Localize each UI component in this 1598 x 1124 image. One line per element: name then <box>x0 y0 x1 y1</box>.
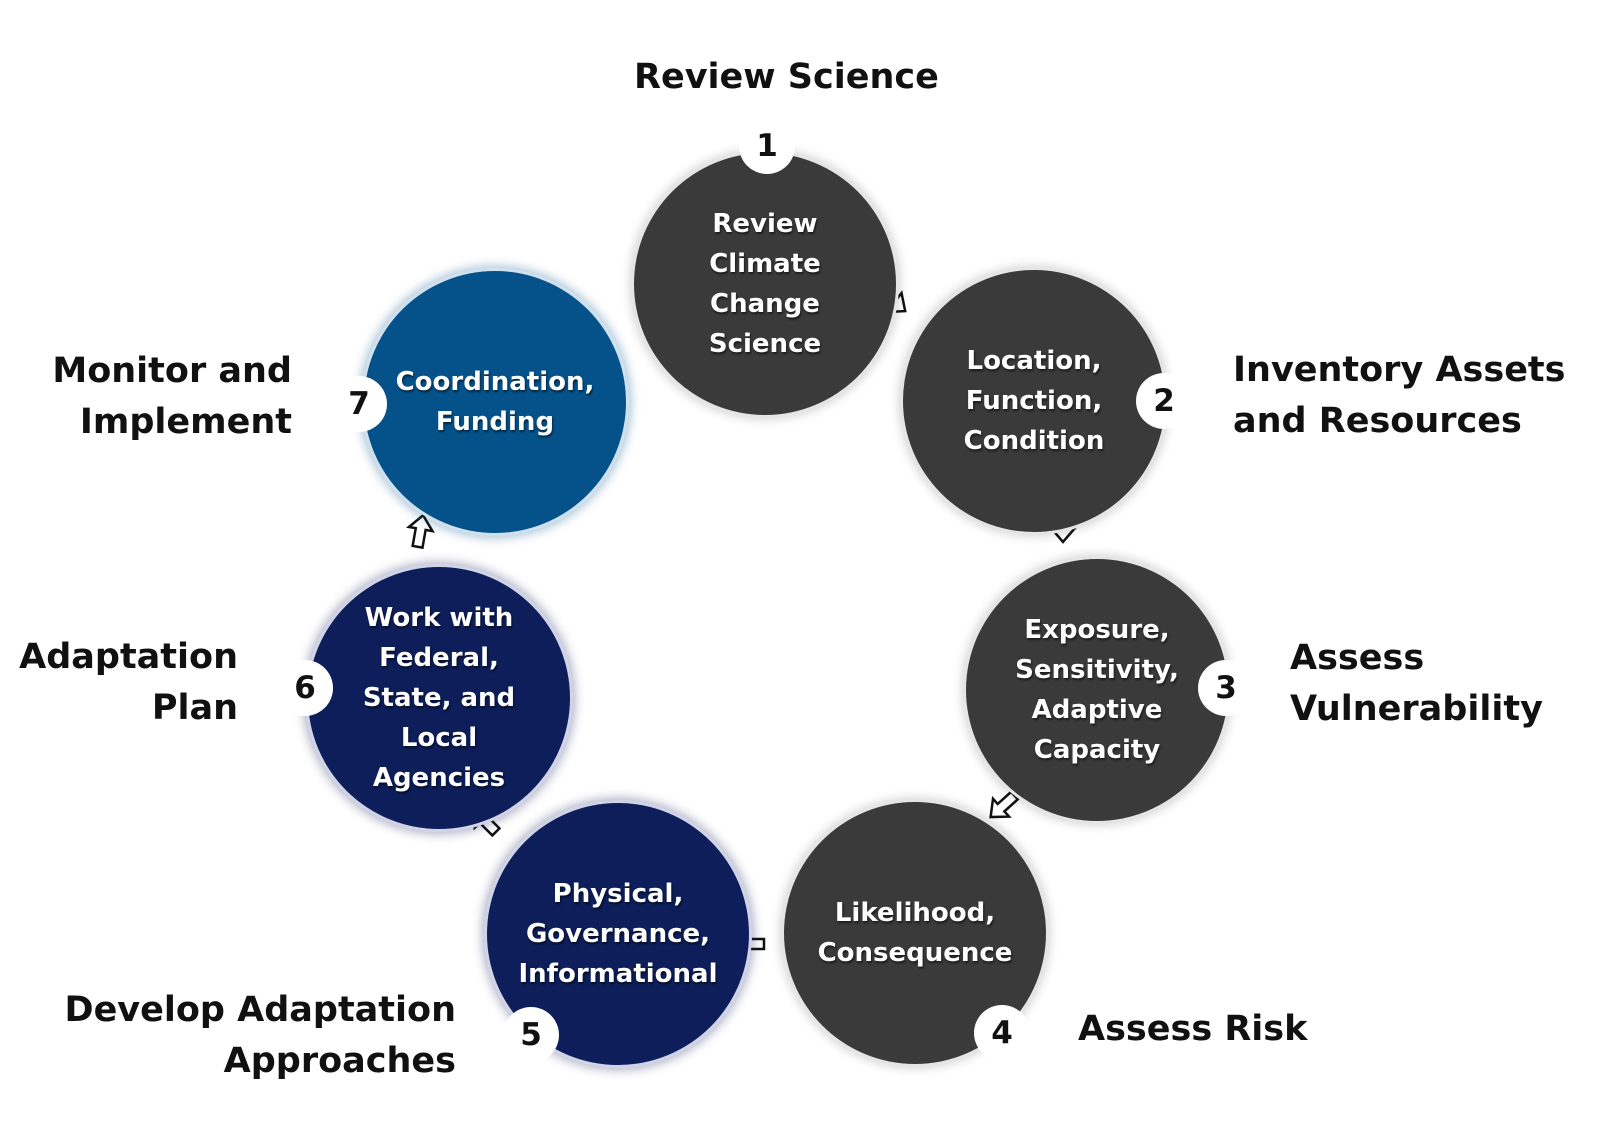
step-2-circle: Location, Function, Condition <box>903 270 1165 532</box>
step-4-detail: Likelihood, Consequence <box>817 898 1013 968</box>
step-5-circle: Physical, Governance, Informational <box>487 803 749 1065</box>
step-6-label: Adaptation Plan <box>19 637 238 728</box>
step-4-label: Assess Risk <box>1078 1009 1308 1049</box>
step-6-number: 6 <box>277 660 333 716</box>
step-1-circle: Review Climate Change Science <box>634 153 896 415</box>
step-5-number: 5 <box>503 1007 559 1063</box>
step-7-circle: Coordination, Funding <box>364 271 626 533</box>
step-6-detail: Work with Federal, State, and Local Agen… <box>362 603 516 793</box>
step-7-number: 7 <box>331 376 387 432</box>
step-3-number: 3 <box>1198 660 1254 716</box>
step-3-detail: Exposure, Sensitivity, Adaptive Capacity <box>1015 615 1179 765</box>
step-4-number: 4 <box>974 1005 1030 1061</box>
step-7-label: Monitor and Implement <box>52 351 292 442</box>
step-5-label: Develop Adaptation Approaches <box>64 990 456 1081</box>
step-1-number: 1 <box>739 118 795 174</box>
step-7-detail: Coordination, Funding <box>395 367 595 437</box>
step-2-detail: Location, Function, Condition <box>963 346 1105 456</box>
arrow-6-to-7 <box>405 513 435 550</box>
step-2-label: Inventory Assets and Resources <box>1233 350 1566 441</box>
step-2-number: 2 <box>1136 373 1192 429</box>
step-1-label: Review Science <box>634 57 939 97</box>
step-3-label: Assess Vulnerability <box>1290 638 1543 729</box>
step-3-circle: Exposure, Sensitivity, Adaptive Capacity <box>966 559 1228 821</box>
arrow-3-to-4 <box>989 790 1020 819</box>
step-6-circle: Work with Federal, State, and Local Agen… <box>308 567 570 829</box>
step-5-detail: Physical, Governance, Informational <box>518 879 718 989</box>
step-1-detail: Review Climate Change Science <box>708 209 822 359</box>
